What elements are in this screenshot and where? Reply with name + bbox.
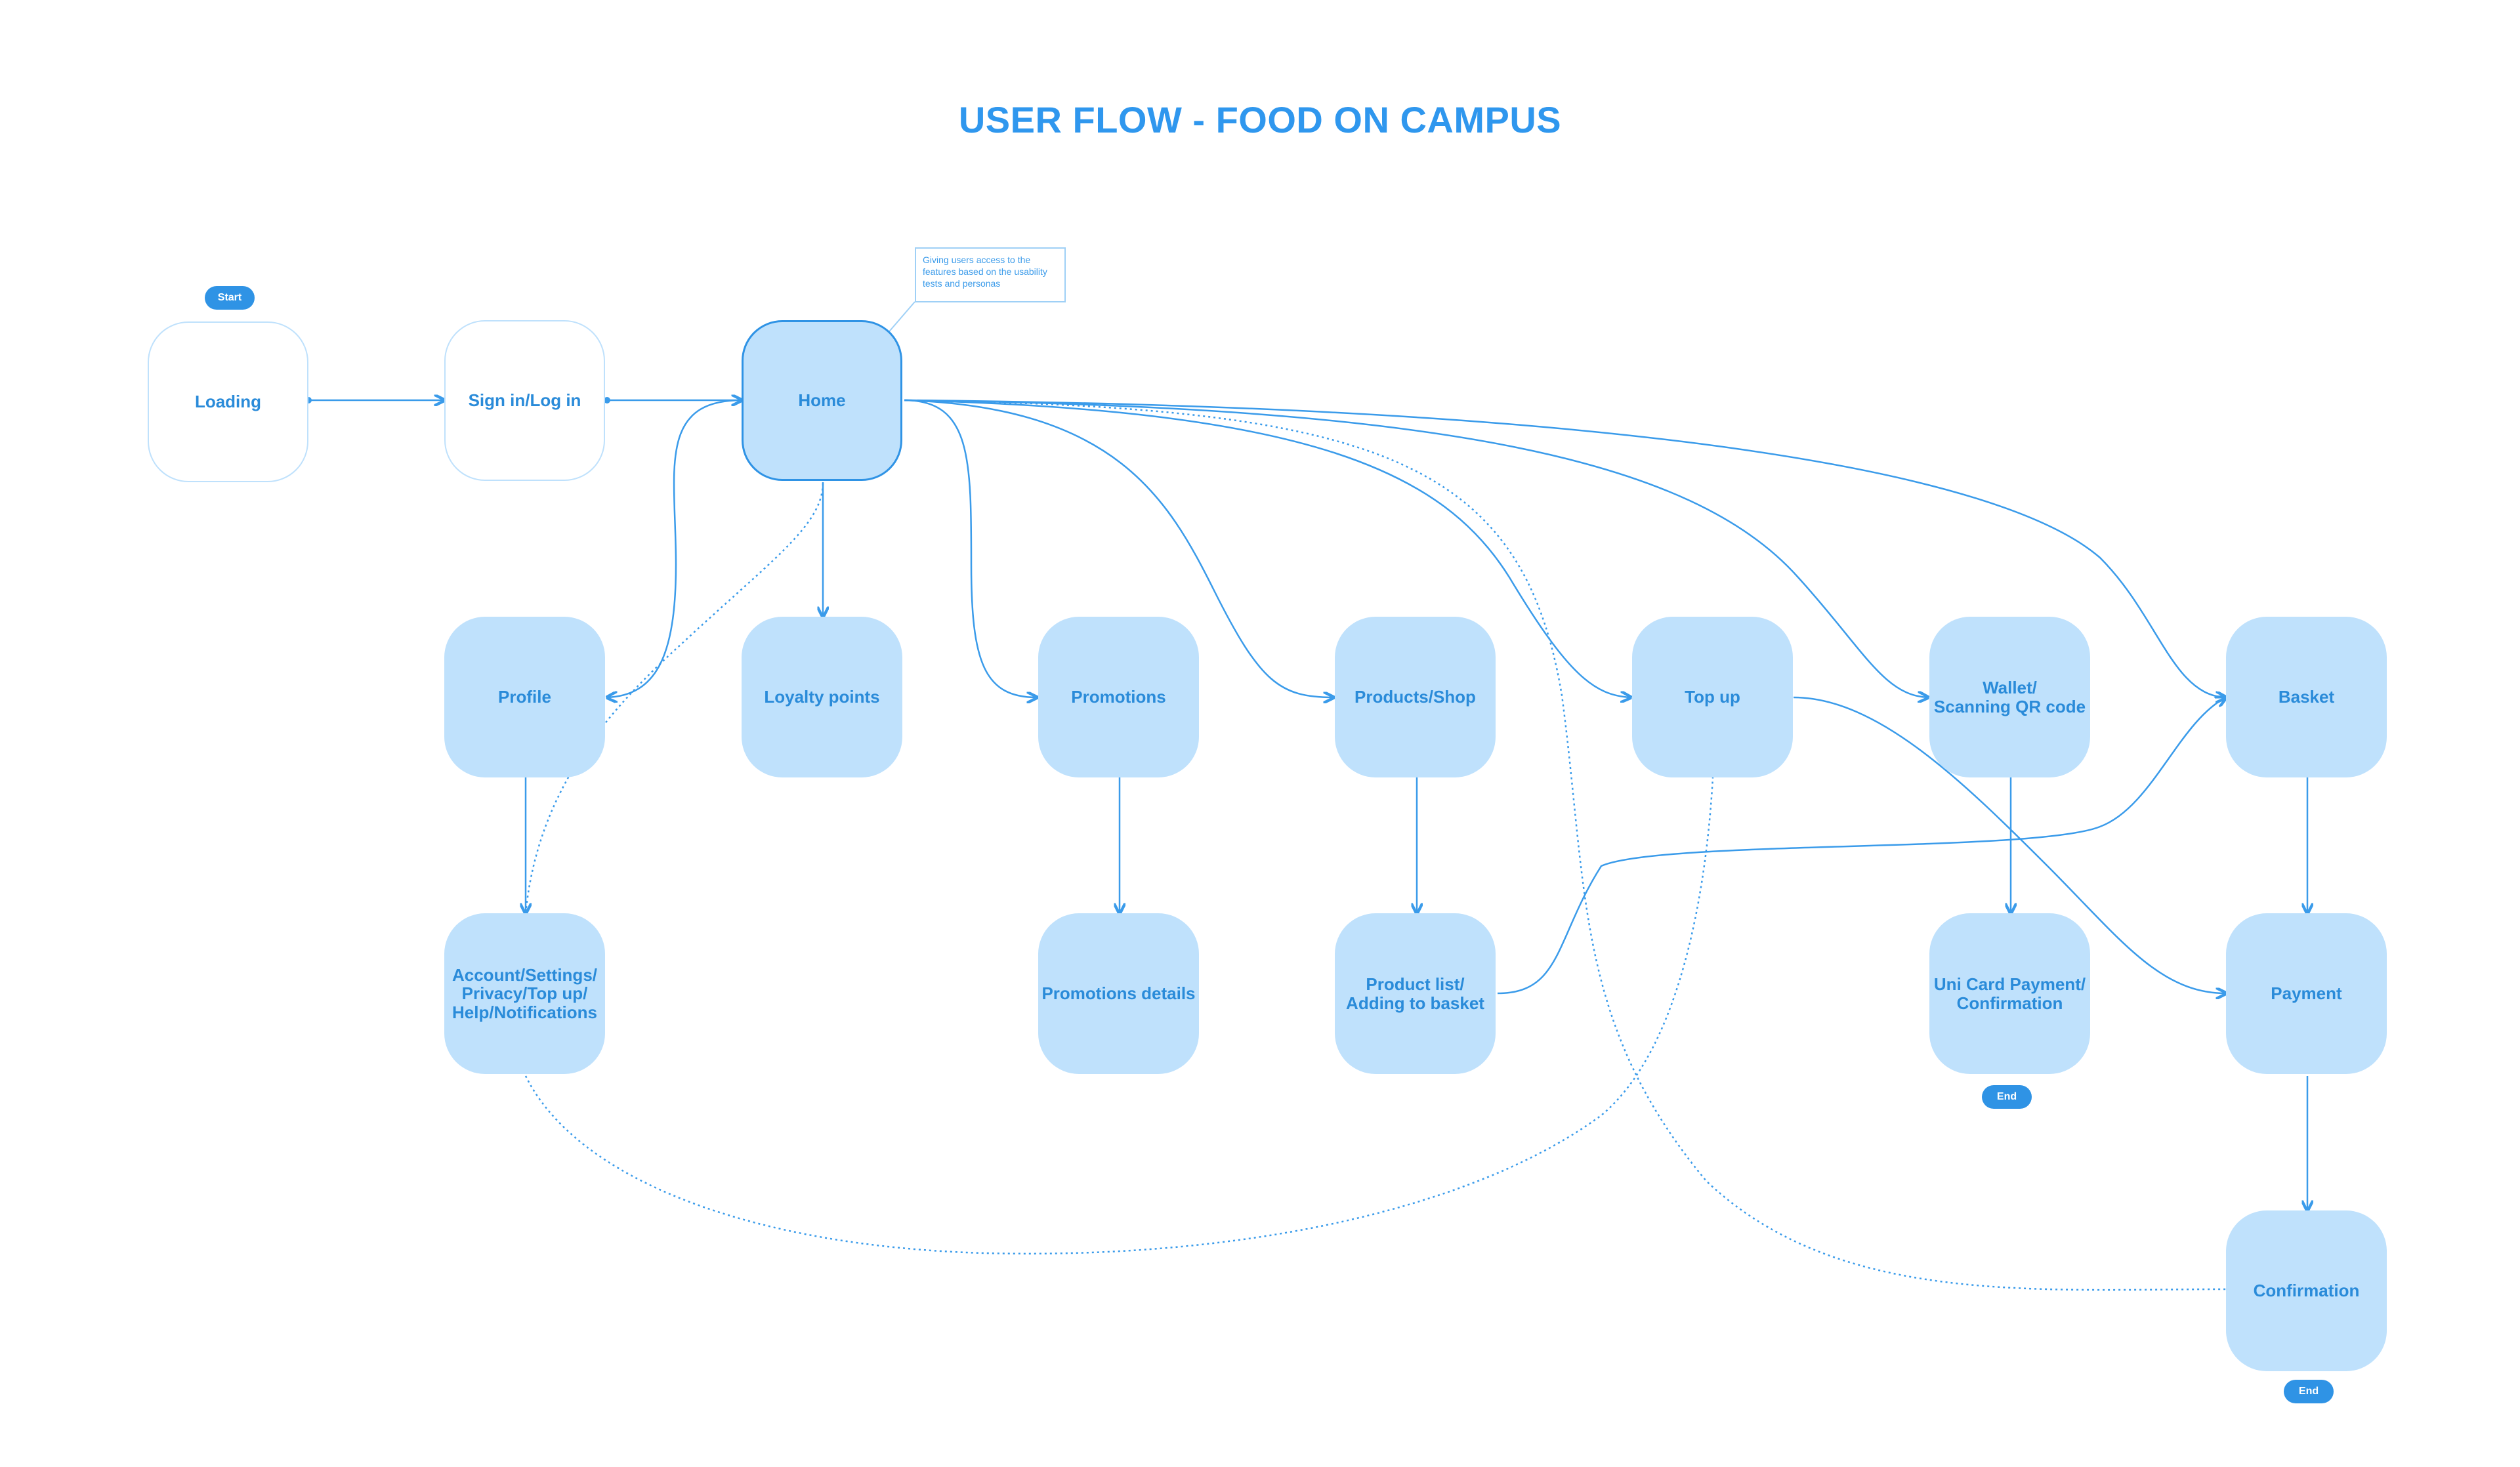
end-badge-unicard: End (1982, 1085, 2032, 1109)
annotation-note: Giving users access to the features base… (915, 247, 1066, 302)
link-topup-payment (1793, 696, 2226, 993)
node-promotions-details[interactable]: Promotions details (1038, 913, 1199, 1074)
node-promotions[interactable]: Promotions (1038, 617, 1199, 777)
page-title: USER FLOW - FOOD ON CAMPUS (958, 99, 1562, 140)
node-home[interactable]: Home (742, 320, 902, 481)
node-loyalty-points[interactable]: Loyalty points (742, 617, 902, 777)
link-list-basket (1497, 697, 2226, 995)
node-wallet[interactable]: Wallet/ Scanning QR code (1929, 617, 2090, 777)
link-home-basket (904, 399, 2226, 697)
node-loading[interactable]: Loading (148, 321, 308, 482)
node-basket[interactable]: Basket (2226, 617, 2387, 777)
start-badge: Start (205, 286, 255, 310)
link-home-topup (904, 399, 1631, 697)
node-uni-card-payment[interactable]: Uni Card Payment/ Confirmation (1929, 913, 2090, 1074)
node-payment[interactable]: Payment (2226, 913, 2387, 1074)
link-home-promotions (904, 399, 1037, 697)
link-home-products (904, 399, 1334, 697)
link-home-wallet (904, 399, 1928, 697)
link-home-profile (607, 399, 742, 697)
node-confirmation[interactable]: Confirmation (2226, 1210, 2387, 1371)
node-products-shop[interactable]: Products/Shop (1335, 617, 1496, 777)
link-home-confirmation (904, 399, 2227, 1291)
node-top-up[interactable]: Top up (1632, 617, 1793, 777)
node-signin[interactable]: Sign in/Log in (444, 320, 605, 481)
node-account-settings[interactable]: Account/Settings/ Privacy/Top up/ Help/N… (444, 913, 605, 1074)
end-badge-confirmation: End (2284, 1380, 2334, 1403)
node-profile[interactable]: Profile (444, 617, 605, 777)
node-product-list[interactable]: Product list/ Adding to basket (1335, 913, 1496, 1074)
link-account-home (524, 482, 824, 914)
